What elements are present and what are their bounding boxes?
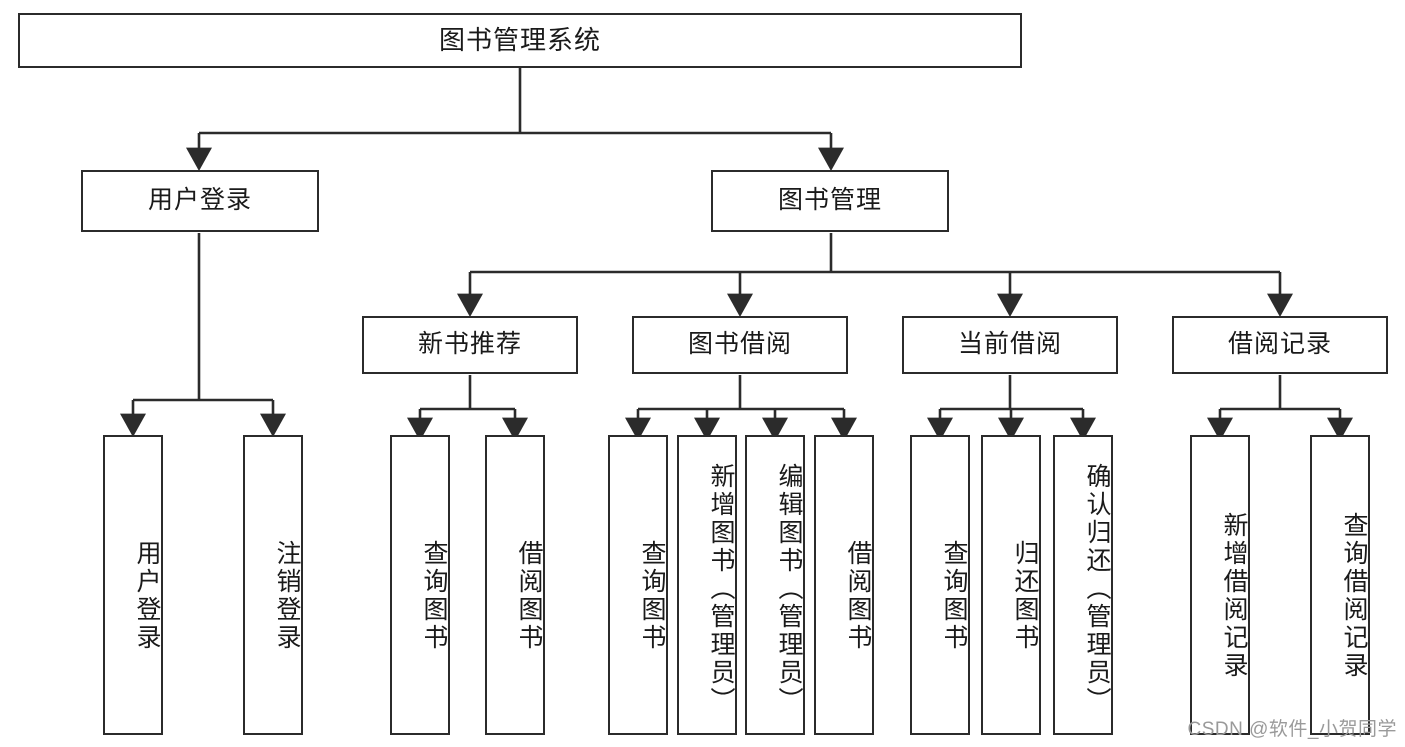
- node-new-book-recommend[interactable]: 新书推荐: [362, 316, 578, 374]
- node-label: 注销登录: [273, 540, 301, 652]
- node-label: 编辑图书（管理员）: [775, 463, 803, 715]
- leaf-new-book-query-book[interactable]: 查询图书: [390, 435, 450, 735]
- node-book-management[interactable]: 图书管理: [711, 170, 949, 232]
- node-label: 新增图书（管理员）: [707, 463, 735, 715]
- leaf-borrow-record-query-record[interactable]: 查询借阅记录: [1310, 435, 1370, 735]
- node-label: 图书借阅: [687, 330, 792, 359]
- node-label: 查询图书: [420, 540, 448, 652]
- leaf-current-borrow-query-book[interactable]: 查询图书: [910, 435, 970, 735]
- node-root-book-management-system[interactable]: 图书管理系统: [18, 13, 1022, 68]
- node-label: 新书推荐: [417, 330, 522, 359]
- node-label: 图书管理: [777, 186, 882, 215]
- node-label: 用户登录: [133, 540, 161, 652]
- leaf-borrow-record-add-record[interactable]: 新增借阅记录: [1190, 435, 1250, 735]
- leaf-current-borrow-return-book[interactable]: 归还图书: [981, 435, 1041, 735]
- node-user-login[interactable]: 用户登录: [81, 170, 319, 232]
- leaf-book-borrow-query-book[interactable]: 查询图书: [608, 435, 668, 735]
- leaf-book-borrow-borrow-book[interactable]: 借阅图书: [814, 435, 874, 735]
- node-label: 新增借阅记录: [1220, 512, 1248, 680]
- leaf-book-borrow-edit-book-admin[interactable]: 编辑图书（管理员）: [745, 435, 805, 735]
- leaf-new-book-borrow-book[interactable]: 借阅图书: [485, 435, 545, 735]
- leaf-book-borrow-add-book-admin[interactable]: 新增图书（管理员）: [677, 435, 737, 735]
- leaf-user-login-logout[interactable]: 注销登录: [243, 435, 303, 735]
- node-current-borrow[interactable]: 当前借阅: [902, 316, 1118, 374]
- node-label: 借阅图书: [844, 540, 872, 652]
- node-label: 确认归还（管理员）: [1083, 463, 1111, 715]
- leaf-current-borrow-confirm-return-admin[interactable]: 确认归还（管理员）: [1053, 435, 1113, 735]
- csdn-watermark: CSDN @软件_小贺同学: [1187, 719, 1397, 740]
- node-label: 用户登录: [147, 186, 252, 215]
- node-label: 查询借阅记录: [1340, 512, 1368, 680]
- node-label: 借阅图书: [515, 540, 543, 652]
- node-label: 归还图书: [1011, 540, 1039, 652]
- node-label: 查询图书: [638, 540, 666, 652]
- node-label: 当前借阅: [957, 330, 1062, 359]
- leaf-user-login-login[interactable]: 用户登录: [103, 435, 163, 735]
- node-label: 借阅记录: [1227, 330, 1332, 359]
- node-borrow-record[interactable]: 借阅记录: [1172, 316, 1388, 374]
- node-label: 图书管理系统: [438, 25, 601, 56]
- node-book-borrow[interactable]: 图书借阅: [632, 316, 848, 374]
- node-label: 查询图书: [940, 540, 968, 652]
